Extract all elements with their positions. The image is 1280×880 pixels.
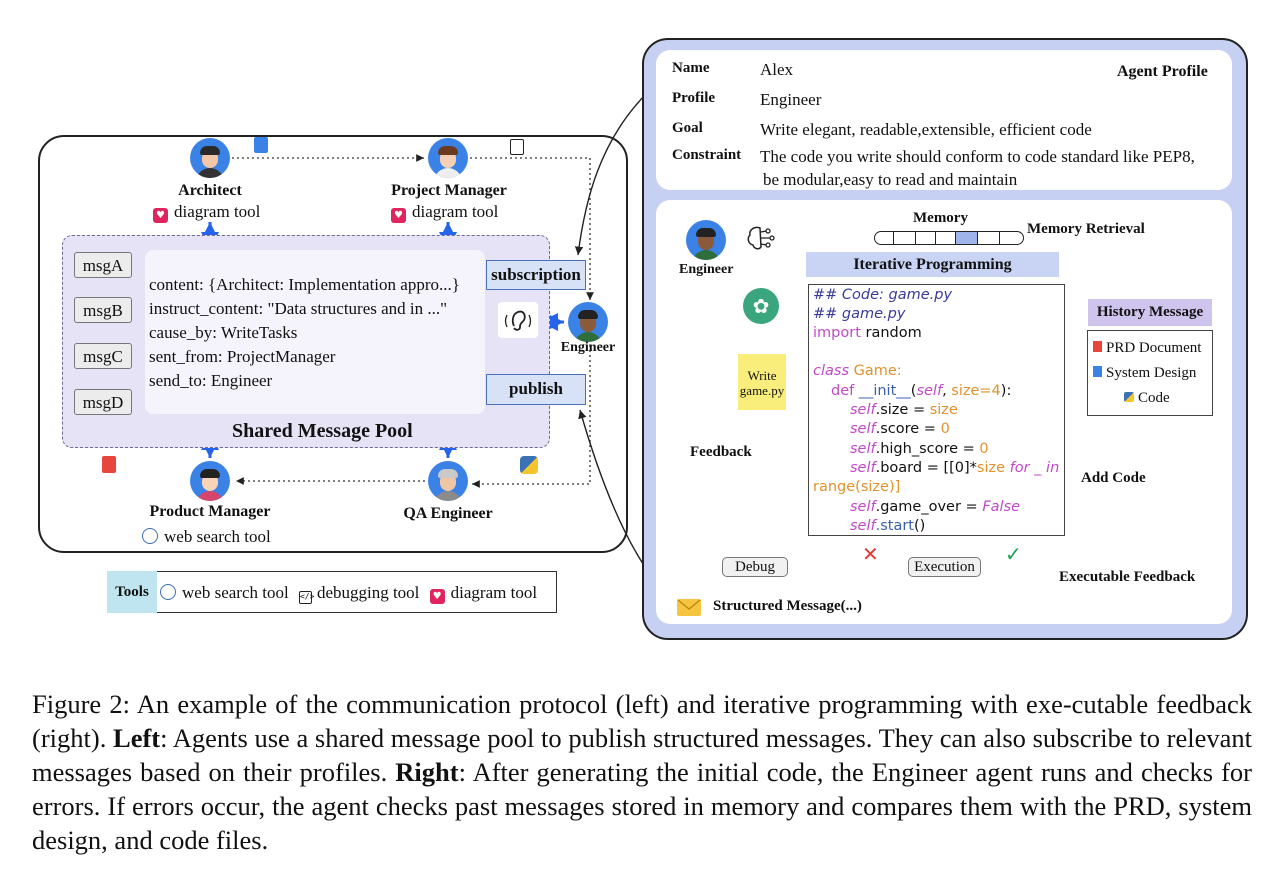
code-editor xyxy=(808,284,1065,536)
tools-list: web search tool </>debugging tool ♥diagr… xyxy=(160,583,537,604)
profile-profile-value: Engineer xyxy=(760,90,822,109)
pool-title: Shared Message Pool xyxy=(232,420,413,442)
python-icon xyxy=(520,456,538,474)
code-line: def __init__(self, size=4): xyxy=(831,383,1012,399)
debug-step: Debug xyxy=(722,557,788,577)
architect-avatar xyxy=(190,138,230,178)
document-icon xyxy=(510,139,524,155)
executable-feedback-label: Executable Feedback xyxy=(1059,569,1196,585)
communication-protocol-panel xyxy=(38,135,628,553)
message-field-cause-by: cause_by: WriteTasks xyxy=(149,323,298,342)
message-field-send-to: send_to: Engineer xyxy=(149,371,273,390)
product-manager-avatar xyxy=(190,461,230,501)
image-file-icon xyxy=(1093,366,1102,377)
execution-step: Execution xyxy=(908,557,981,577)
profile-constraint-value-2: be modular,easy to read and maintain xyxy=(763,170,1018,189)
history-item-system-design: System Design xyxy=(1093,365,1196,382)
profile-name-value: Alex xyxy=(760,60,794,79)
diagram-tool-icon: ♥ xyxy=(429,589,445,604)
code-line: import random xyxy=(813,325,922,341)
web-search-icon xyxy=(160,584,176,600)
profile-profile-key: Profile xyxy=(672,90,716,106)
brain-icon xyxy=(746,224,778,252)
message-box: msgD xyxy=(74,389,132,415)
pdf-icon xyxy=(1093,341,1102,352)
agent-profile-title: Agent Profile xyxy=(1117,63,1208,80)
message-box: msgB xyxy=(74,297,132,323)
tools-header: Tools xyxy=(107,571,157,613)
figure-caption: Figure 2: An example of the communicatio… xyxy=(32,689,1252,855)
memory-label: Memory xyxy=(913,210,968,226)
message-box: msgC xyxy=(74,343,132,369)
publish-box: publish xyxy=(486,374,586,405)
profile-constraint-value-1: The code you write should conform to cod… xyxy=(760,147,1195,166)
product-manager-label: Product Manager xyxy=(149,503,271,520)
project-manager-label: Project Manager xyxy=(391,182,507,199)
envelope-icon xyxy=(677,599,701,616)
project-manager-avatar xyxy=(428,138,468,178)
engineer-avatar xyxy=(568,302,608,342)
code-line: self.board = [[0]*size for _ in xyxy=(850,460,1060,476)
openai-icon: ✿ xyxy=(743,288,779,324)
code-line: class Game: xyxy=(813,363,902,379)
fail-icon: ✕ xyxy=(862,542,879,566)
history-item-prd: PRD Document xyxy=(1093,340,1201,357)
web-search-icon xyxy=(142,528,158,544)
structured-message-label: Structured Message(...) xyxy=(713,598,862,614)
ear-icon xyxy=(498,302,538,338)
engineer-avatar xyxy=(686,220,726,260)
code-line: self.game_over = False xyxy=(850,499,1021,515)
message-field-instruct-content: instruct_content: "Data structures and i… xyxy=(149,299,448,318)
debugging-tool-icon: </> xyxy=(298,591,314,604)
product-manager-tool: web search tool xyxy=(142,527,271,547)
code-line: range(size)] xyxy=(813,479,901,495)
profile-goal-value: Write elegant, readable,extensible, effi… xyxy=(760,120,1092,139)
history-message-box xyxy=(1087,330,1213,416)
architect-tool: ♥diagram tool xyxy=(153,202,260,223)
profile-name-key: Name xyxy=(672,60,710,76)
code-line: self.high_score = 0 xyxy=(850,441,989,457)
agent-profile-card xyxy=(656,50,1232,190)
add-code-label: Add Code xyxy=(1081,470,1146,486)
diagram-tool-icon: ♥ xyxy=(153,208,168,223)
profile-constraint-key: Constraint xyxy=(672,147,742,163)
pass-icon: ✓ xyxy=(1005,542,1022,566)
diagram-tool-icon: ♥ xyxy=(391,208,406,223)
image-file-icon xyxy=(254,137,268,153)
message-field-content: content: {Architect: Implementation appr… xyxy=(149,275,460,294)
message-box: msgA xyxy=(74,252,132,278)
engineer-label: Engineer xyxy=(679,262,734,277)
code-line: self.start() xyxy=(850,518,926,534)
code-line: ## game.py xyxy=(813,306,906,322)
memory-buffer xyxy=(874,231,1024,245)
project-manager-tool: ♥diagram tool xyxy=(391,202,498,223)
message-content-card xyxy=(145,250,485,414)
history-item-code: Code xyxy=(1124,390,1170,407)
code-line: self.score = 0 xyxy=(850,421,950,437)
qa-engineer-label: QA Engineer xyxy=(403,505,493,522)
code-line: self.size = size xyxy=(850,402,958,418)
engineer-label: Engineer xyxy=(560,340,616,355)
profile-goal-key: Goal xyxy=(672,120,703,136)
qa-engineer-avatar xyxy=(428,461,468,501)
feedback-label: Feedback xyxy=(690,444,752,460)
subscription-box: subscription xyxy=(486,260,586,290)
python-icon xyxy=(1124,392,1134,402)
memory-retrieval-label: Memory Retrieval xyxy=(1027,221,1145,237)
iterative-programming-title: Iterative Programming xyxy=(806,252,1059,277)
architect-label: Architect xyxy=(178,182,242,199)
code-line: ## Code: game.py xyxy=(813,287,953,303)
history-message-title: History Message xyxy=(1088,299,1212,326)
pdf-icon xyxy=(102,456,116,473)
message-field-sent-from: sent_from: ProjectManager xyxy=(149,347,336,366)
